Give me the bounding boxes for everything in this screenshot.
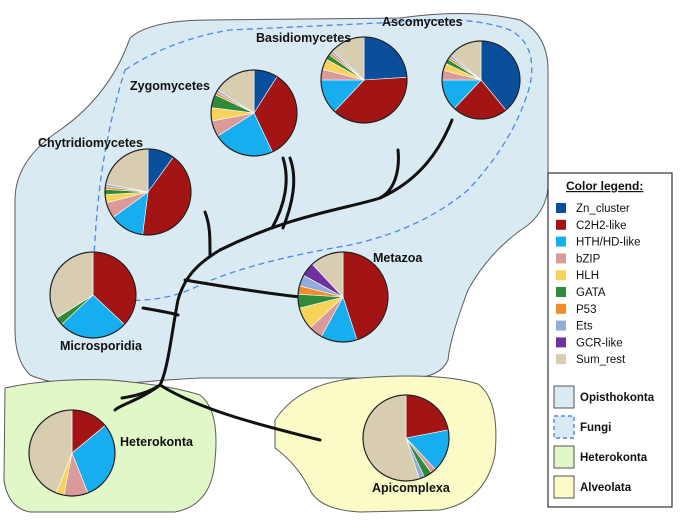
legend-group-label: Opisthokonta [580, 392, 655, 404]
label-apicomplexa: Apicomplexa [372, 481, 451, 495]
branch-metazoa [183, 278, 302, 299]
legend-swatch [556, 270, 566, 281]
legend-swatch [556, 236, 566, 247]
legend-swatch [556, 354, 566, 365]
legend-group-swatch [553, 445, 575, 469]
legend-group-swatch [553, 415, 575, 439]
legend-label: HLH [576, 270, 599, 282]
pie-outline [28, 409, 116, 497]
legend-label: GCR-like [576, 337, 623, 349]
legend-swatch [556, 303, 566, 314]
legend-label: Zn_cluster [576, 203, 630, 215]
branch-microsporidia [141, 306, 180, 317]
legend-group-label: Heterokonta [580, 452, 648, 464]
legend-label: P53 [576, 304, 596, 316]
pie-metazoa [297, 251, 389, 343]
legend-group-label: Alveolata [580, 482, 632, 494]
branch-apicomplexa [158, 383, 322, 442]
legend-group-label: Fungi [580, 422, 611, 434]
branch-fungi-main [218, 148, 400, 252]
legend-swatch [556, 253, 566, 264]
pie-outline [320, 36, 408, 124]
color-legend: Color legend: Zn_clusterC2H2-likeHTH/HD-… [547, 172, 673, 508]
pie-basidiomycetes [320, 36, 408, 124]
tree-trunk [158, 248, 222, 387]
branch-apicomplexa-root [120, 383, 162, 400]
legend-swatch [556, 219, 566, 230]
label-zygomycetes: Zygomycetes [130, 79, 210, 93]
legend-label: Sum_rest [576, 354, 626, 366]
legend-label: HTH/HD-like [576, 237, 641, 249]
pie-outline [210, 69, 298, 157]
pie-ascomycetes [441, 40, 521, 120]
pie-outline [441, 40, 521, 120]
branch-zygo-1 [270, 156, 288, 230]
label-basidiomycetes: Basidiomycetes [256, 31, 351, 45]
legend-label: bZIP [576, 253, 601, 265]
legend-swatch [556, 203, 566, 213]
legend-label: Ets [576, 321, 593, 333]
pie-apicomplexa [362, 394, 450, 482]
legend-group-swatch [553, 475, 575, 499]
phylogenetic-tree [113, 118, 454, 442]
label-heterokonta: Heterokonta [120, 435, 194, 449]
opisthokonta-region [14, 12, 549, 387]
legend-swatch [556, 287, 566, 297]
label-microsporidia: Microsporidia [60, 339, 143, 353]
legend-label: C2H2-like [576, 220, 627, 232]
legend-swatch [556, 320, 566, 331]
pie-outline [49, 251, 137, 339]
branch-zygo-2 [281, 156, 296, 230]
legend-swatch [556, 337, 566, 348]
branch-chytrid [203, 210, 212, 257]
label-chytridiomycetes: Chytridiomycetes [38, 136, 143, 150]
branch-asco [378, 118, 454, 200]
pie-chytridiomycetes [104, 148, 192, 236]
pie-outline [104, 148, 192, 236]
label-metazoa: Metazoa [373, 251, 423, 265]
label-ascomycetes: Ascomycetes [382, 15, 463, 29]
legend-label: GATA [576, 287, 606, 299]
pie-outline [297, 251, 389, 343]
legend-group-swatch [553, 385, 575, 409]
pie-zygomycetes [210, 69, 298, 157]
pie-heterokonta [28, 409, 116, 497]
legend-title: Color legend: [566, 179, 643, 193]
pie-outline [362, 394, 450, 482]
pie-microsporidia [49, 251, 137, 339]
